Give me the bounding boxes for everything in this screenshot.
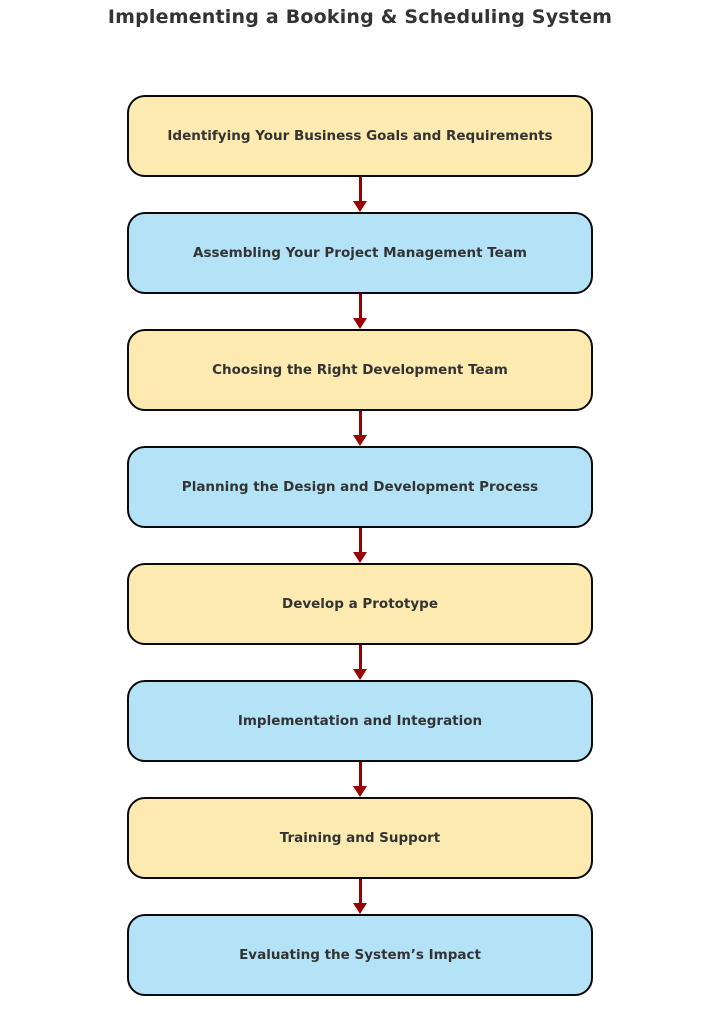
arrow-line (358, 294, 362, 319)
connector-arrow-4 (127, 528, 593, 563)
flow-step-label: Choosing the Right Development Team (212, 362, 508, 378)
connector-arrow-5 (127, 645, 593, 680)
flowchart: Identifying Your Business Goals and Requ… (127, 95, 593, 996)
diagram-title: Implementing a Booking & Scheduling Syst… (107, 6, 613, 28)
connector-arrow-1 (127, 177, 593, 212)
connector-arrow-7 (127, 879, 593, 914)
flow-step-7-training-support: Training and Support (127, 797, 593, 879)
flow-step-8-evaluate-impact: Evaluating the System’s Impact (127, 914, 593, 996)
flow-step-4-plan-design-dev: Planning the Design and Development Proc… (127, 446, 593, 528)
arrow-line (358, 411, 362, 436)
arrow-line (358, 645, 362, 670)
flow-step-label: Planning the Design and Development Proc… (181, 479, 539, 495)
arrow-down-icon (353, 669, 367, 680)
flow-step-label: Assembling Your Project Management Team (193, 245, 527, 261)
flow-step-3-choose-dev-team: Choosing the Right Development Team (127, 329, 593, 411)
arrow-down-icon (353, 552, 367, 563)
flow-step-label: Evaluating the System’s Impact (239, 947, 481, 963)
arrow-line (358, 879, 362, 904)
flow-step-5-develop-prototype: Develop a Prototype (127, 563, 593, 645)
flow-step-label: Training and Support (279, 830, 441, 846)
arrow-down-icon (353, 903, 367, 914)
arrow-down-icon (353, 786, 367, 797)
arrow-line (358, 528, 362, 553)
flow-step-2-assemble-team: Assembling Your Project Management Team (127, 212, 593, 294)
connector-arrow-6 (127, 762, 593, 797)
arrow-line (358, 177, 362, 202)
flow-step-6-implementation-integration: Implementation and Integration (127, 680, 593, 762)
flow-step-label: Develop a Prototype (281, 596, 439, 612)
arrow-down-icon (353, 318, 367, 329)
flow-step-1-identify-goals: Identifying Your Business Goals and Requ… (127, 95, 593, 177)
arrow-line (358, 762, 362, 787)
flow-step-label: Identifying Your Business Goals and Requ… (167, 128, 553, 144)
connector-arrow-3 (127, 411, 593, 446)
connector-arrow-2 (127, 294, 593, 329)
flow-step-label: Implementation and Integration (237, 713, 483, 729)
arrow-down-icon (353, 435, 367, 446)
arrow-down-icon (353, 201, 367, 212)
